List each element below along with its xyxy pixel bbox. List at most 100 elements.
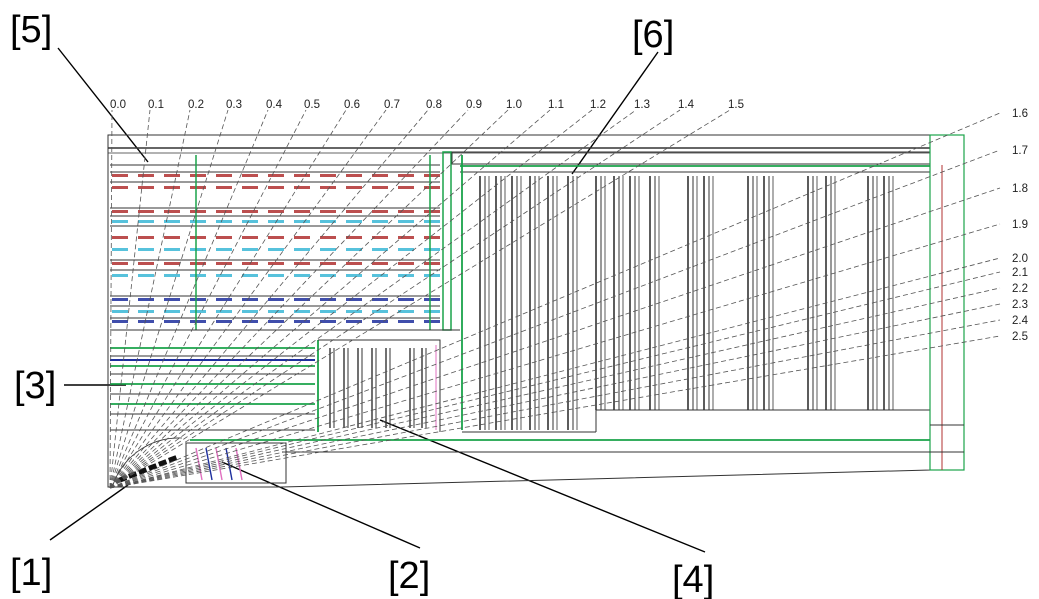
eta-line — [109, 112, 1001, 489]
eta-label: 1.5 — [728, 99, 744, 111]
barrel-module-strip — [190, 210, 206, 213]
eta-label: 0.1 — [148, 99, 164, 111]
barrel-module-strip — [320, 236, 336, 239]
barrel-module-strip — [372, 220, 388, 223]
eta-label: 0.8 — [426, 99, 442, 111]
callout-label-5: [5] — [10, 9, 52, 51]
eta-label: 1.7 — [1012, 145, 1028, 157]
barrel-module-strip — [346, 274, 362, 277]
barrel-module-strip — [320, 262, 336, 265]
inner-disk-frame — [318, 339, 441, 432]
eta-label: 1.9 — [1012, 219, 1028, 231]
barrel-module-strip — [112, 320, 128, 323]
barrel-module-strip — [268, 262, 284, 265]
barrel-module-strip — [346, 262, 362, 265]
barrel-module-strip — [320, 220, 336, 223]
barrel-module-strip — [294, 262, 310, 265]
barrel-module-strip — [268, 298, 284, 301]
barrel-module-strip — [398, 186, 414, 189]
barrel-module-strip — [398, 248, 414, 251]
barrel-module-strip — [372, 262, 388, 265]
barrel-module-strip — [320, 274, 336, 277]
barrel-module-strip — [372, 274, 388, 277]
barrel-module-strip — [164, 174, 180, 177]
eta-label: 0.7 — [384, 99, 400, 111]
barrel-module-strip — [242, 210, 258, 213]
barrel-module-strip — [372, 210, 388, 213]
barrel-module-strip — [346, 220, 362, 223]
eta-line — [109, 149, 1001, 489]
barrel-module-strip — [216, 298, 232, 301]
barrel-module-strip — [112, 210, 128, 213]
eta-line — [109, 109, 731, 489]
eta-label: 0.6 — [344, 99, 360, 111]
barrel-module-strip — [112, 236, 128, 239]
barrel-module-strip — [268, 186, 284, 189]
barrel-module-strip — [294, 174, 310, 177]
barrel-module-strip — [138, 248, 154, 251]
eta-label: 0.9 — [466, 99, 482, 111]
barrel-module-strip — [398, 210, 414, 213]
barrel-module-strip — [320, 310, 336, 313]
barrel-module-strip — [112, 248, 128, 251]
eta-label: 1.4 — [678, 99, 695, 111]
callout-label-2: [2] — [388, 555, 430, 597]
barrel-module-strip — [164, 236, 180, 239]
barrel-module-strip — [320, 186, 336, 189]
barrel-module-strip — [190, 236, 206, 239]
barrel-module-strip — [112, 174, 128, 177]
callout-label-4: [4] — [672, 559, 714, 599]
barrel-module-strip — [138, 174, 154, 177]
barrel-module-strip — [216, 210, 232, 213]
barrel-module-strip — [424, 248, 440, 251]
barrel-module-strip — [190, 248, 206, 251]
eta-line — [109, 223, 1001, 489]
barrel-module-strip — [398, 236, 414, 239]
barrel-module-strip — [398, 320, 414, 323]
eta-label: 1.8 — [1012, 183, 1028, 195]
barrel-module-strip — [164, 220, 180, 223]
barrel-module-strip — [164, 248, 180, 251]
eta-line — [109, 187, 1001, 489]
eta-line — [109, 319, 1001, 489]
barrel-module-strip — [424, 220, 440, 223]
barrel-module-strip — [346, 310, 362, 313]
barrel-module-strip — [268, 236, 284, 239]
barrel-module-strip — [424, 236, 440, 239]
barrel-module-strip — [294, 310, 310, 313]
barrel-module-strip — [320, 248, 336, 251]
barrel-module-strip — [216, 174, 232, 177]
barrel-module-strip — [216, 236, 232, 239]
barrel-module-strip — [372, 248, 388, 251]
pixel-barrel-module — [138, 467, 148, 475]
barrel-module-strip — [190, 174, 206, 177]
eta-label: 2.1 — [1012, 267, 1028, 279]
barrel-module-strip — [242, 274, 258, 277]
eta-line — [109, 109, 113, 489]
barrel-module-strip — [216, 262, 232, 265]
barrel-module-strip — [164, 274, 180, 277]
barrel-module-strip — [138, 262, 154, 265]
barrel-module-strip — [242, 220, 258, 223]
eta-line — [109, 287, 1001, 489]
barrel-module-strip — [164, 262, 180, 265]
barrel-module-strip — [294, 236, 310, 239]
barrel-module-strip — [112, 298, 128, 301]
callout-label-3: [3] — [14, 365, 56, 407]
barrel-module-strip — [164, 298, 180, 301]
barrel-module-strip — [346, 210, 362, 213]
barrel-module-strip — [268, 210, 284, 213]
barrel-module-strip — [320, 174, 336, 177]
barrel-module-strip — [242, 174, 258, 177]
eta-label: 2.5 — [1012, 331, 1028, 343]
callout-label-1: [1] — [10, 552, 52, 594]
barrel-module-strip — [242, 186, 258, 189]
barrel-module-strip — [398, 220, 414, 223]
eta-label: 2.4 — [1012, 315, 1029, 327]
pixel-barrel-module — [128, 471, 138, 479]
barrel-module-strip — [424, 320, 440, 323]
barrel-module-strip — [424, 274, 440, 277]
barrel-module-strip — [320, 210, 336, 213]
pixel-barrel-module — [148, 463, 158, 471]
barrel-module-strip — [138, 320, 154, 323]
